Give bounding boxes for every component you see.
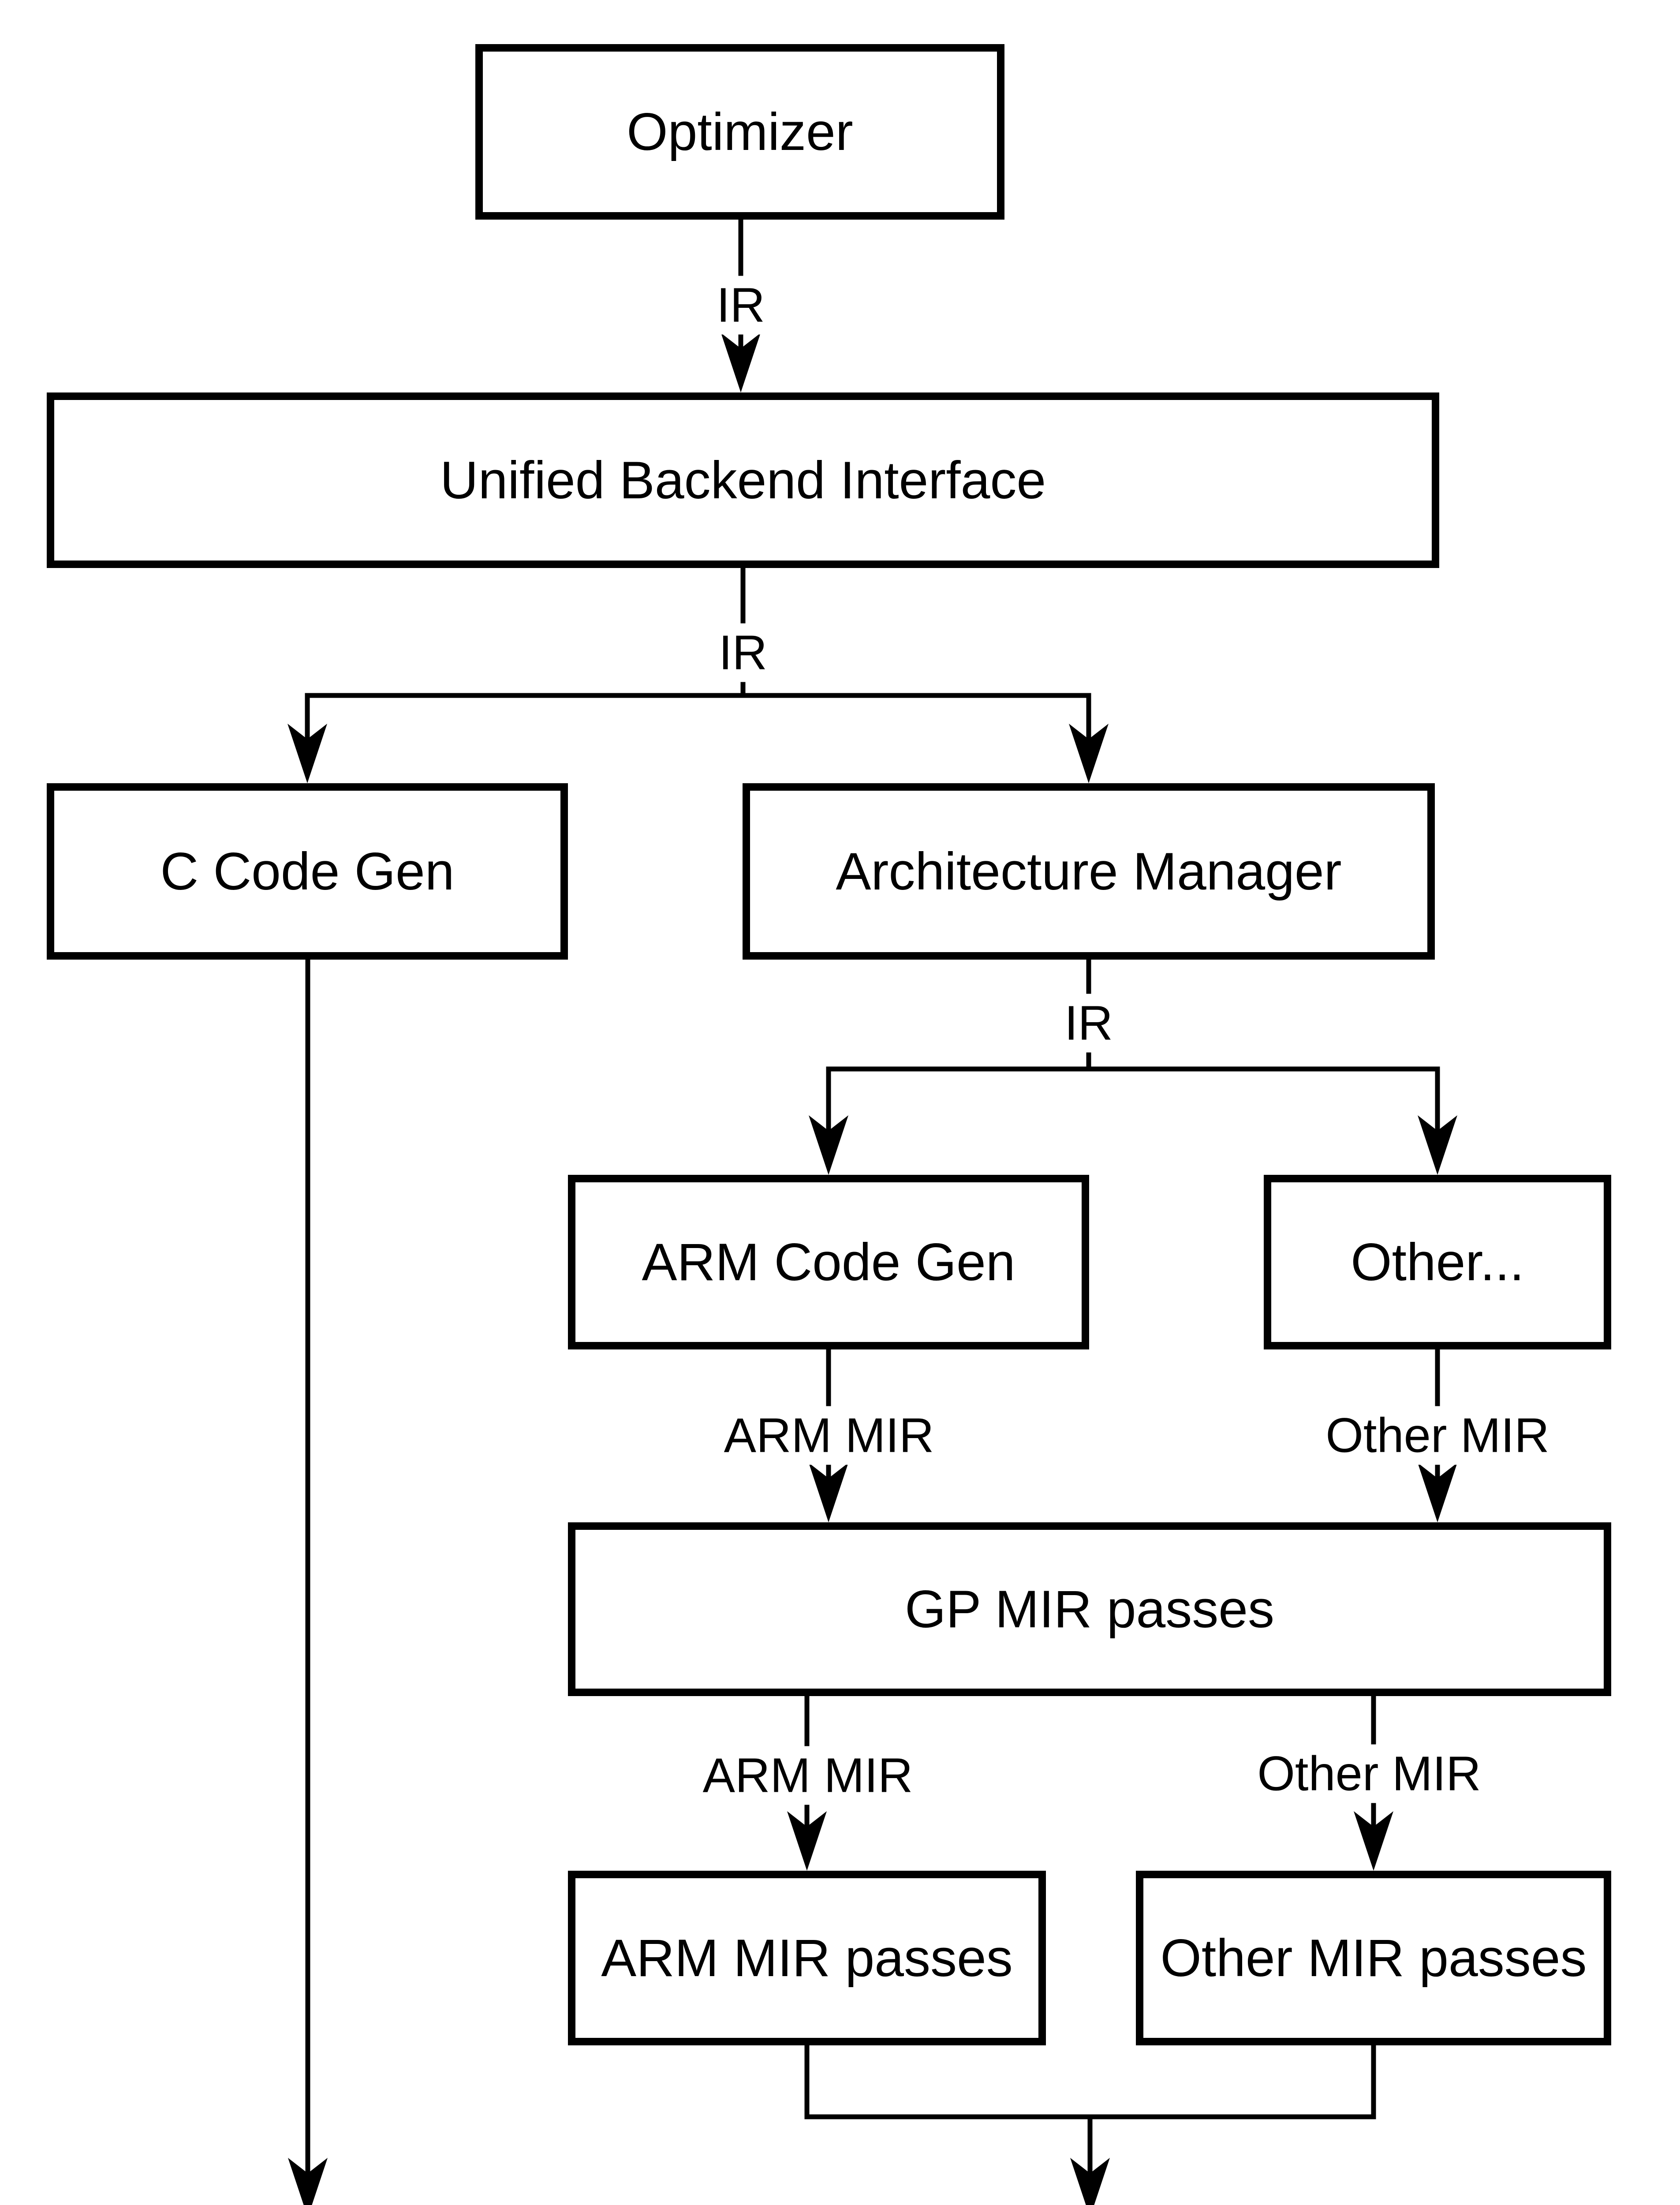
edge-ubi-branches bbox=[305, 693, 1091, 739]
node-arm-mir-passes-label: ARM MIR passes bbox=[601, 1928, 1013, 1988]
node-unified-backend-interface: Unified Backend Interface bbox=[47, 392, 1439, 568]
edge-arch-manager-branches bbox=[826, 1066, 1440, 1131]
arrowhead-into-c-code-gen bbox=[287, 724, 327, 783]
arrowhead-into-other-mir-passes bbox=[1354, 1811, 1393, 1871]
edge-label-ir-optimizer-to-ubi: IR bbox=[703, 276, 778, 335]
node-gp-mir-passes-label: GP MIR passes bbox=[904, 1580, 1275, 1639]
edge-label-ir-arch-manager-branches: IR bbox=[1051, 994, 1126, 1053]
edge-label-other-mir-out-of-gp: Other MIR bbox=[1244, 1744, 1494, 1803]
edge-merge-u bbox=[804, 2045, 1376, 2119]
node-other-label: Other... bbox=[1351, 1233, 1524, 1292]
arrowhead-into-assembly-file bbox=[1070, 2158, 1110, 2205]
node-architecture-manager-label: Architecture Manager bbox=[836, 842, 1342, 901]
arrowhead-into-arch-manager bbox=[1069, 724, 1109, 783]
arrowhead-into-ubi bbox=[721, 333, 761, 392]
node-optimizer: Optimizer bbox=[475, 44, 1004, 220]
node-unified-backend-interface-label: Unified Backend Interface bbox=[440, 451, 1046, 510]
arrowhead-into-arm-code-gen bbox=[809, 1115, 848, 1175]
node-architecture-manager: Architecture Manager bbox=[743, 783, 1435, 960]
arrowhead-into-arm-mir-passes bbox=[787, 1811, 827, 1871]
arrowhead-arm-into-gp bbox=[809, 1463, 848, 1522]
node-arm-code-gen-label: ARM Code Gen bbox=[642, 1233, 1015, 1292]
node-arm-mir-passes: ARM MIR passes bbox=[568, 1871, 1046, 2045]
node-gp-mir-passes: GP MIR passes bbox=[568, 1522, 1611, 1696]
edge-label-ir-ubi-branches: IR bbox=[706, 623, 780, 682]
node-other-mir-passes: Other MIR passes bbox=[1136, 1871, 1611, 2045]
arrowhead-into-other bbox=[1418, 1115, 1457, 1175]
node-other-mir-passes-label: Other MIR passes bbox=[1160, 1928, 1587, 1988]
arrowhead-other-into-gp bbox=[1418, 1463, 1457, 1522]
node-c-code-gen: C Code Gen bbox=[47, 783, 568, 960]
node-arm-code-gen: ARM Code Gen bbox=[568, 1175, 1089, 1349]
node-c-code-gen-label: C Code Gen bbox=[160, 842, 455, 901]
node-optimizer-label: Optimizer bbox=[627, 102, 853, 161]
node-other: Other... bbox=[1264, 1175, 1611, 1349]
edge-label-arm-mir-out-of-gp: ARM MIR bbox=[689, 1746, 926, 1805]
edge-label-other-mir-into-gp: Other MIR bbox=[1312, 1406, 1563, 1465]
arrowhead-into-c-file bbox=[288, 2158, 328, 2205]
edge-label-arm-mir-into-gp: ARM MIR bbox=[710, 1406, 948, 1465]
